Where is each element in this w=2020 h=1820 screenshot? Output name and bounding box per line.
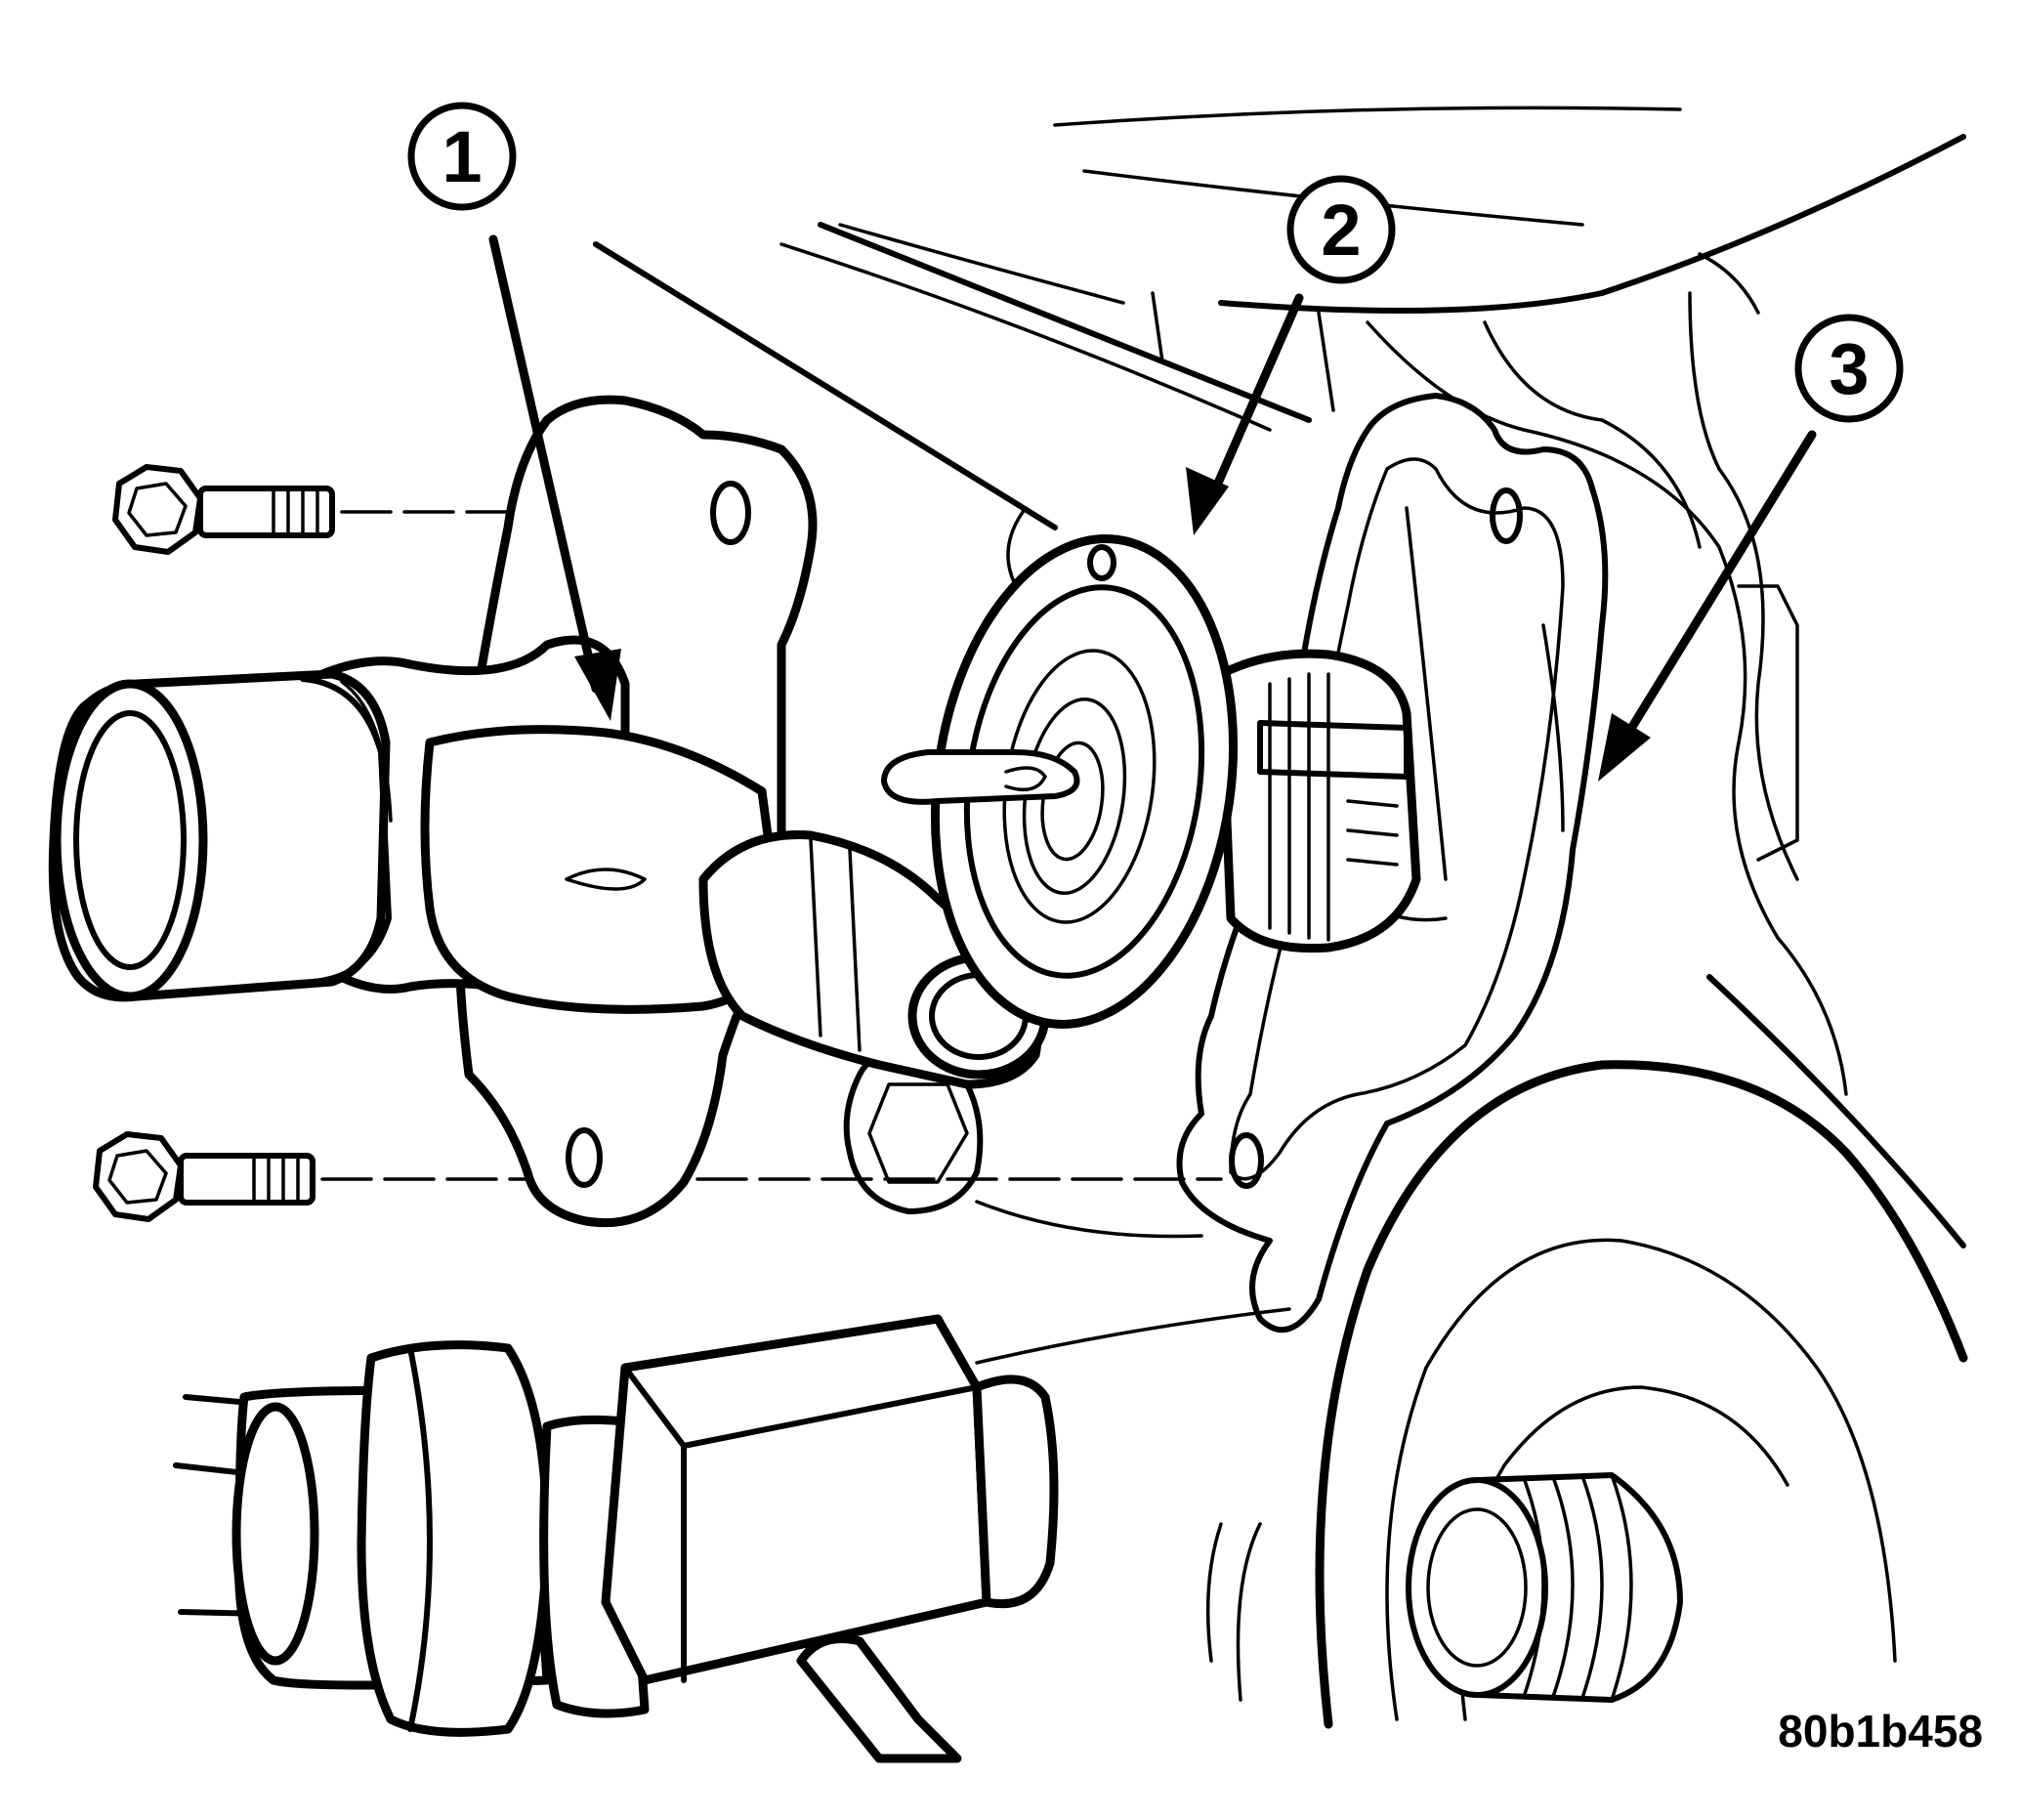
engine-block-outline: [593, 106, 1966, 1249]
upper-bolt: [112, 464, 695, 555]
figure-code: 80b1b458: [1778, 1706, 1983, 1757]
thermostat-housing: [48, 395, 1050, 1228]
callout-1: 1: [407, 102, 517, 211]
callout-3: 3: [1794, 314, 1904, 423]
coolant-tube-assembly: [173, 1307, 1291, 1763]
thermostat: [881, 534, 1421, 1029]
callout-2: 2: [1286, 175, 1396, 284]
leader-line-3: [1612, 430, 1817, 757]
arrowhead-3: [1598, 713, 1651, 782]
sensor-fitting: [843, 1046, 1203, 1239]
callout-3-label: 3: [1829, 328, 1869, 409]
arrowhead-1: [574, 649, 621, 721]
leader-arrows: [488, 234, 1817, 782]
callout-1-label: 1: [442, 116, 482, 197]
arrowhead-2: [1186, 467, 1229, 535]
leader-line-1: [488, 234, 601, 694]
leader-line-2: [1204, 293, 1304, 508]
callout-2-label: 2: [1321, 190, 1361, 271]
lower-bolt: [93, 1131, 1223, 1222]
water-pump-pulley: [1205, 1060, 1968, 1729]
